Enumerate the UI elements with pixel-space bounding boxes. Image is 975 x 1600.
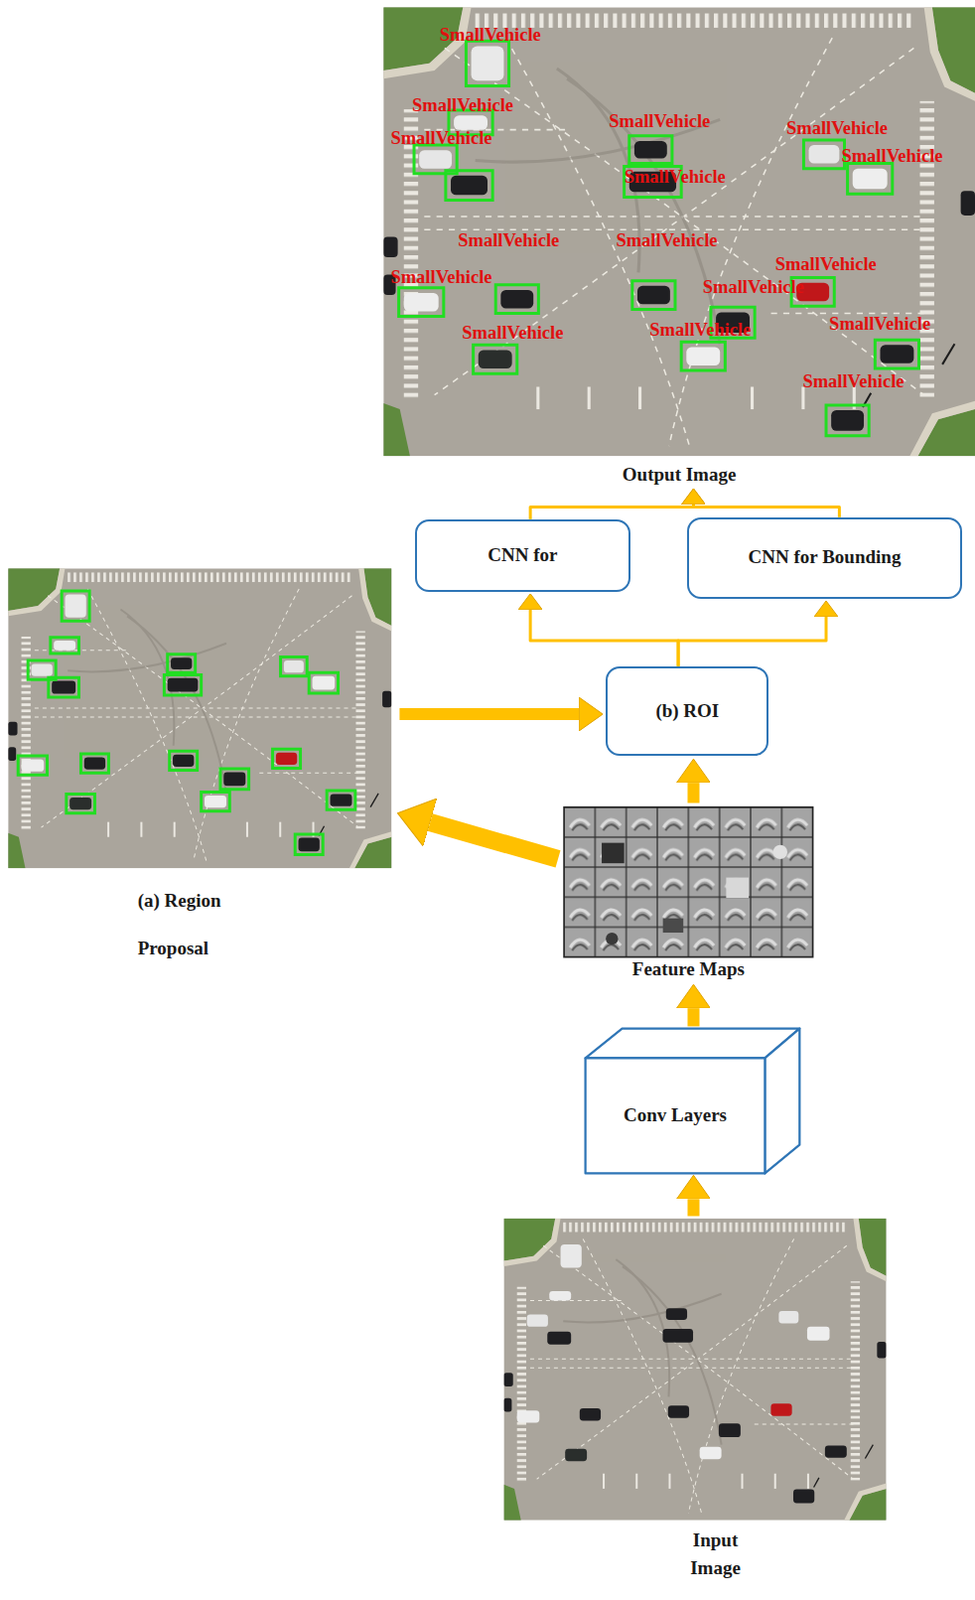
conv-layers-block: Conv Layers [585, 1027, 801, 1173]
aerial-photo [7, 567, 392, 868]
aerial-photo [503, 1218, 886, 1521]
input-photo [503, 1218, 886, 1521]
cube-side [764, 1028, 800, 1174]
feature-map-grid [563, 807, 814, 958]
box-label: CNN for [487, 544, 558, 567]
regressor-box: CNN for Bounding [687, 517, 962, 599]
feature-map-tiles [563, 807, 814, 958]
flow-arrow [687, 1198, 699, 1216]
feature-maps: Feature Maps [563, 807, 814, 982]
detection-boxes [399, 40, 920, 436]
class-label: SmallVehicle [702, 278, 805, 297]
class-label: SmallVehicle [786, 119, 888, 139]
region-proposal-image: (a) Region Proposal [7, 567, 392, 972]
class-label: SmallVehicle [615, 231, 717, 251]
flow-arrow [530, 504, 694, 520]
flow-arrow [687, 782, 699, 803]
class-label: SmallVehicle [624, 167, 726, 187]
proposal-boxes [17, 590, 356, 855]
class-label: SmallVehicle [802, 372, 904, 392]
flow-arrow [687, 1007, 699, 1026]
feature-tile [663, 918, 685, 933]
class-label: SmallVehicle [608, 112, 710, 132]
class-label: SmallVehicle [390, 268, 492, 287]
flow-arrow [399, 707, 579, 720]
box-label: CNN for Bounding [748, 546, 902, 569]
class-label: SmallVehicle [412, 96, 514, 116]
input-image: Input Image [503, 1217, 886, 1583]
class-label: SmallVehicle [840, 146, 943, 166]
feature-tile [601, 842, 625, 864]
output-photo [383, 6, 975, 456]
cube-top [585, 1028, 801, 1059]
box-label: Conv Layers [623, 1104, 727, 1127]
feature-tile [605, 932, 618, 945]
feature-tile [773, 844, 788, 859]
proposal-photo [7, 567, 392, 868]
image-caption: Feature Maps [632, 958, 745, 981]
flow-arrow [429, 822, 558, 859]
image-caption: Output Image [622, 463, 737, 487]
box-label: (b) ROI [655, 699, 719, 723]
flow-arrow [530, 609, 679, 667]
class-label: SmallVehicle [457, 231, 559, 251]
class-label: SmallVehicle [649, 320, 751, 340]
cube-front [585, 1057, 766, 1173]
feature-tile [725, 877, 749, 899]
image-caption: Input Image [679, 1526, 753, 1584]
roi-box: (b) ROI [605, 666, 769, 756]
class-label: SmallVehicle [390, 129, 492, 148]
class-label: SmallVehicle [829, 314, 931, 334]
class-label: SmallVehicle [439, 25, 542, 45]
aerial-photo [383, 6, 975, 456]
flow-arrow [693, 504, 839, 518]
image-caption: (a) Region Proposal [138, 876, 253, 972]
classifier-box: CNN for [415, 519, 631, 592]
class-label: SmallVehicle [775, 255, 877, 275]
flow-arrow [678, 616, 827, 667]
class-label: SmallVehicle [461, 323, 563, 343]
conv-cube [585, 1028, 801, 1174]
